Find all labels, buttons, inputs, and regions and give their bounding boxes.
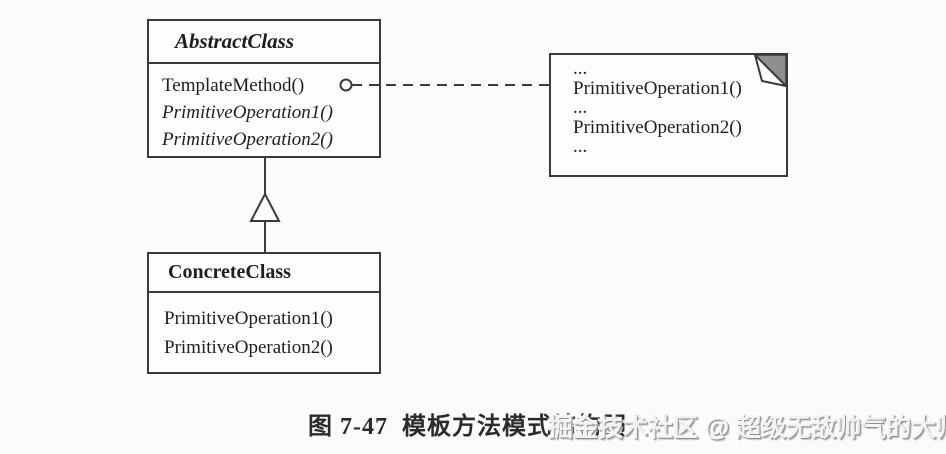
class-methods-concrete: PrimitiveOperation1() PrimitiveOperation…	[149, 293, 379, 362]
method-primitive-operation-1: PrimitiveOperation1()	[164, 308, 333, 329]
note-line-ellipsis: ...	[573, 58, 588, 79]
class-box-concrete: ConcreteClass PrimitiveOperation1() Prim…	[147, 252, 381, 374]
note-line-ellipsis: ...	[573, 136, 588, 157]
method-primitive-operation-1: PrimitiveOperation1()	[162, 102, 333, 123]
class-title-concrete: ConcreteClass	[149, 254, 379, 293]
note-line-ellipsis: ...	[573, 97, 588, 118]
class-methods-abstract: TemplateMethod() PrimitiveOperation1() P…	[149, 64, 379, 153]
inheritance-triangle-icon	[249, 191, 281, 222]
note-line-primitive-operation-1: PrimitiveOperation1()	[573, 77, 742, 99]
method-primitive-operation-2: PrimitiveOperation2()	[164, 337, 333, 358]
class-title-abstract: AbstractClass	[149, 21, 379, 64]
watermark-text: 掘金技术社区 @ 超级无敌帅气的大帅哥	[548, 414, 946, 442]
uml-note: ... PrimitiveOperation1() ... PrimitiveO…	[549, 53, 788, 177]
method-primitive-operation-2: PrimitiveOperation2()	[162, 129, 333, 150]
note-line-primitive-operation-2: PrimitiveOperation2()	[573, 116, 742, 138]
method-template-method: TemplateMethod()	[162, 75, 305, 96]
figure-caption: 图 7-47 模板方法模式结构图	[308, 414, 627, 440]
class-box-abstract: AbstractClass TemplateMethod() Primitive…	[147, 19, 381, 158]
